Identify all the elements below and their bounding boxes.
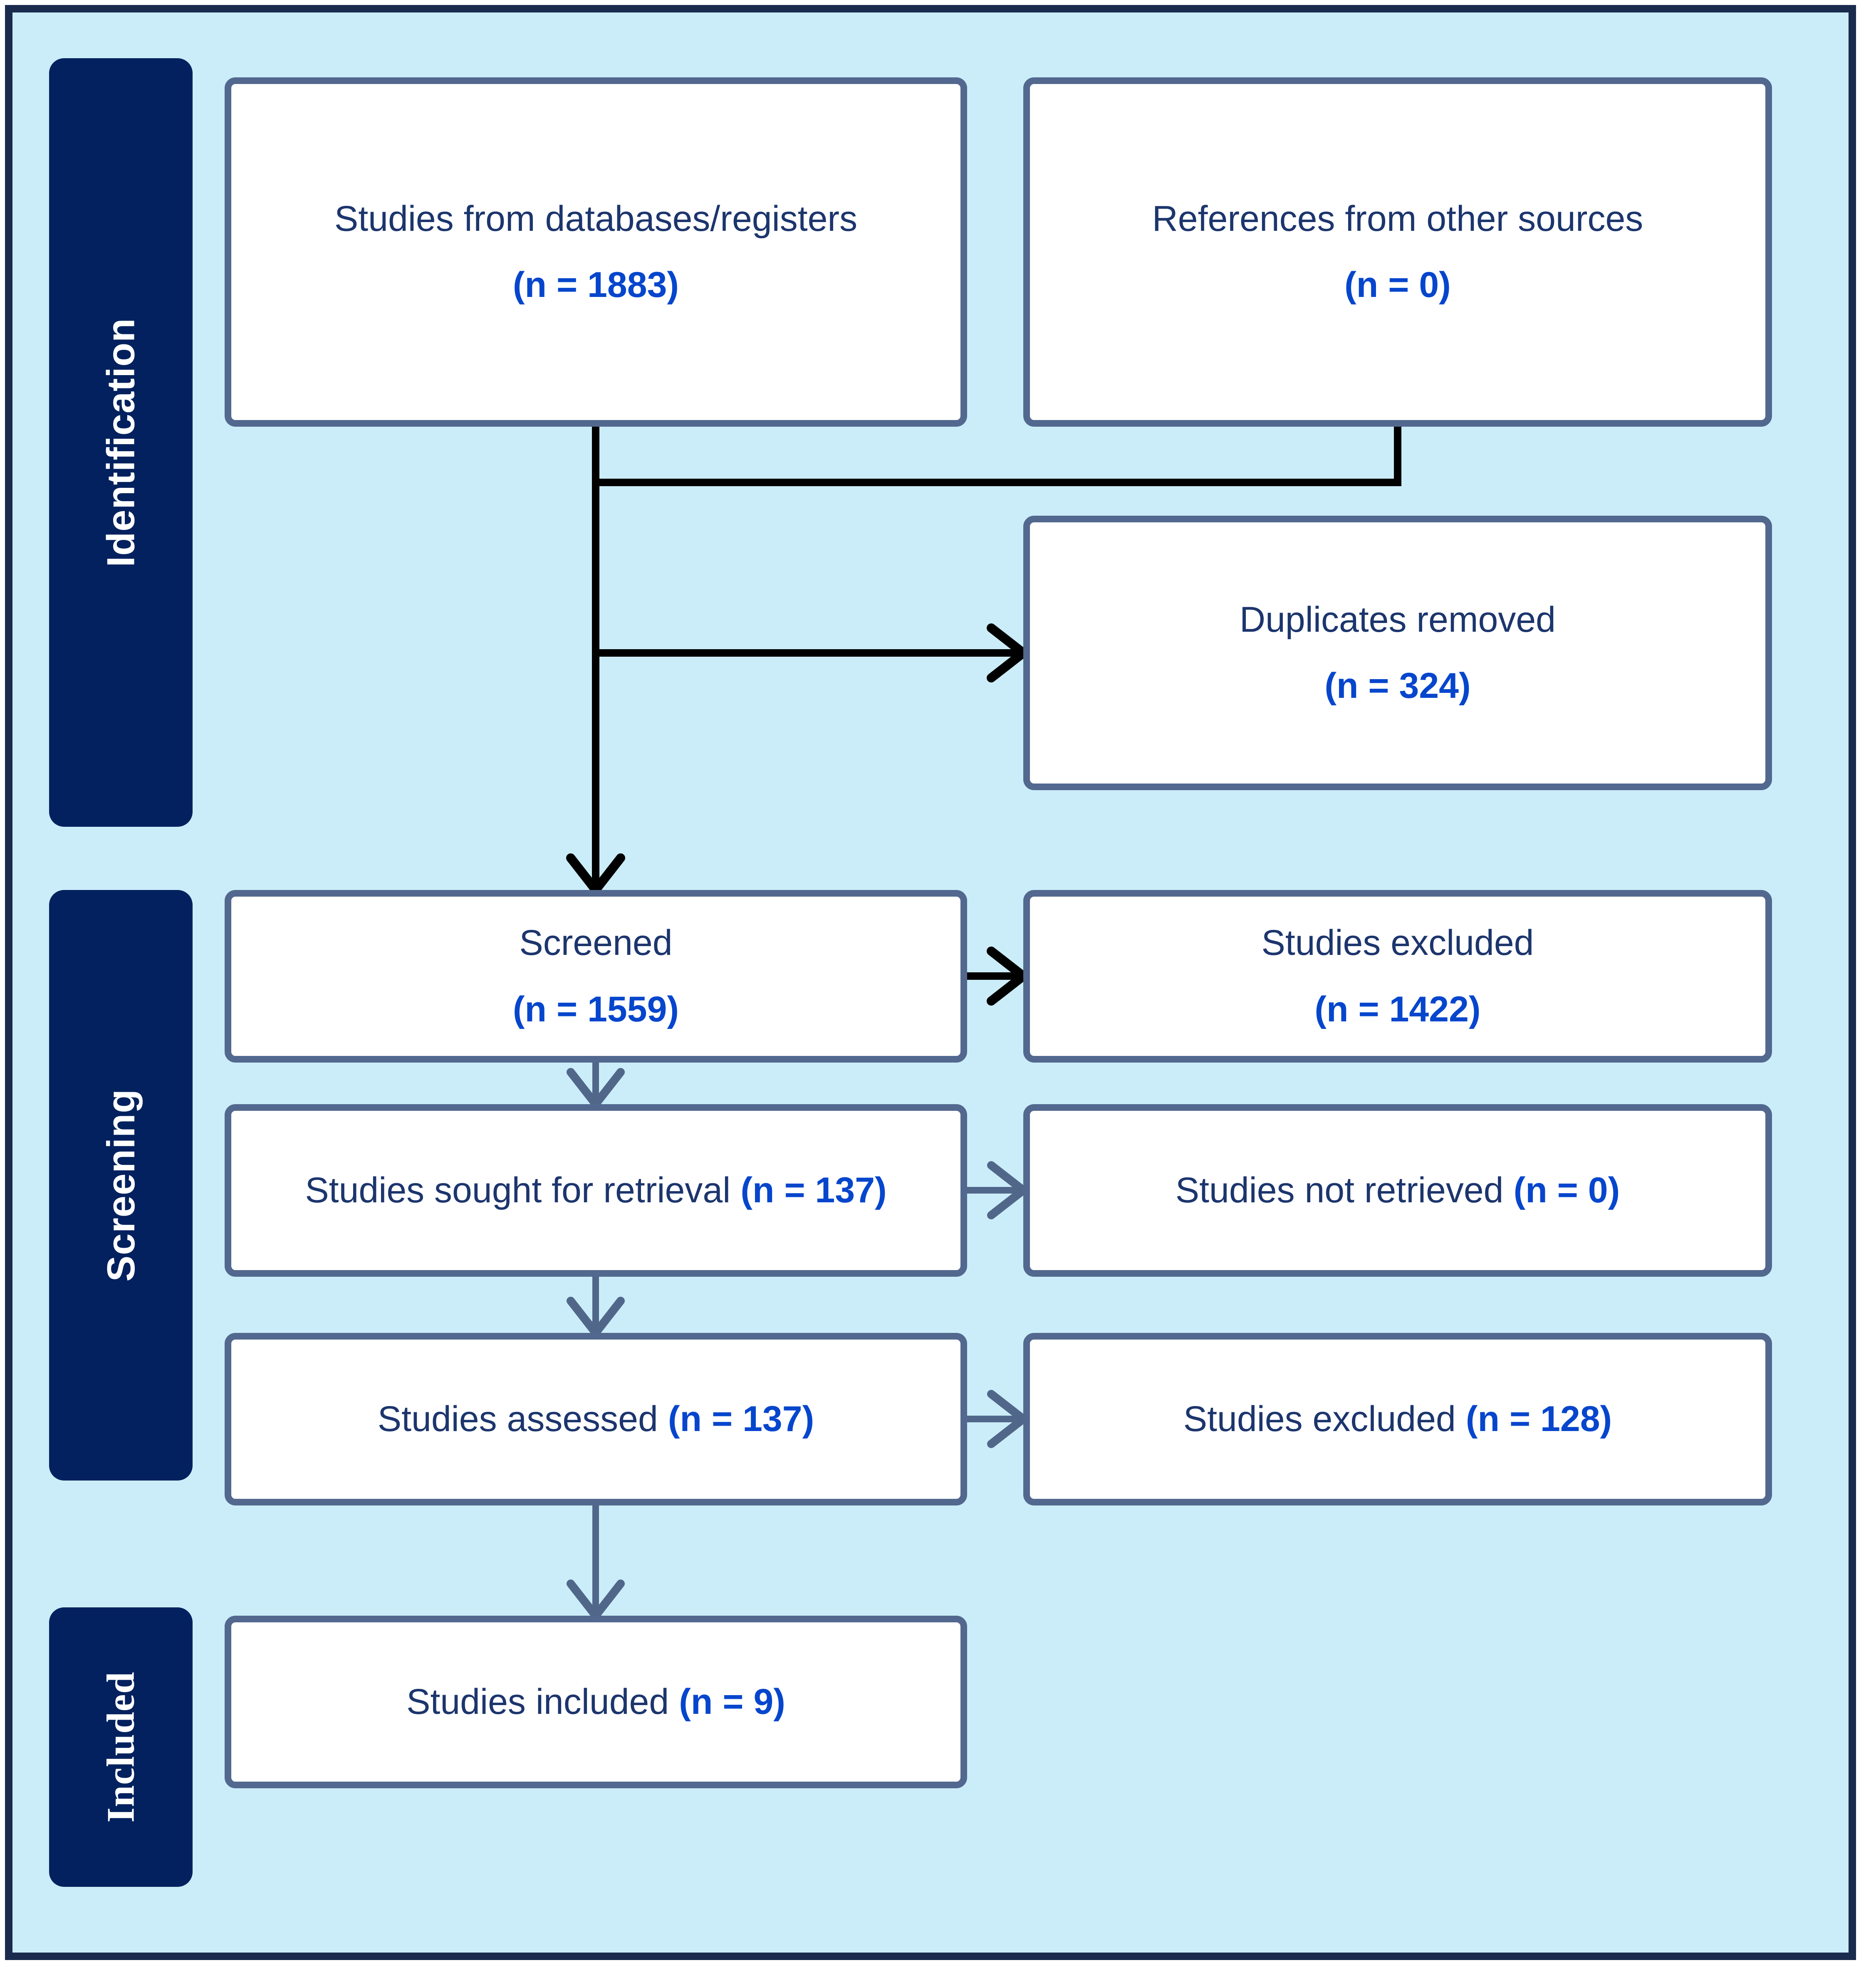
flow-box-databases-text: Studies from databases/registers (n = 18… — [334, 186, 857, 318]
flow-box-not-retrieved: Studies not retrieved(n = 0) — [1023, 1104, 1772, 1277]
flow-box-included-studies: Studies included(n = 9) — [225, 1616, 967, 1788]
box-label: Screened — [519, 923, 673, 963]
flow-box-excluded-screening-text: Studies excluded (n = 1422) — [1262, 910, 1534, 1042]
box-label: Studies sought for retrieval — [305, 1170, 731, 1210]
box-count: (n = 137) — [668, 1399, 814, 1439]
box-count: (n = 0) — [1513, 1170, 1620, 1210]
box-count: (n = 1422) — [1314, 989, 1481, 1029]
box-count: (n = 0) — [1344, 265, 1451, 305]
flow-box-excluded-screening: Studies excluded (n = 1422) — [1023, 890, 1772, 1063]
flow-box-screened-text: Screened (n = 1559) — [513, 910, 679, 1042]
box-count: (n = 128) — [1465, 1399, 1612, 1439]
flow-box-included-studies-text: Studies included(n = 9) — [406, 1669, 785, 1735]
flow-box-sought-retrieval-text: Studies sought for retrieval(n = 137) — [305, 1157, 886, 1224]
box-count: (n = 1883) — [512, 265, 679, 305]
flow-box-other-sources: References from other sources (n = 0) — [1023, 77, 1772, 427]
flow-box-assessed: Studies assessed(n = 137) — [225, 1333, 967, 1505]
flow-box-other-sources-text: References from other sources (n = 0) — [1152, 186, 1643, 318]
box-label: Studies assessed — [377, 1399, 658, 1439]
phase-bar-included: Included — [49, 1607, 193, 1887]
flow-box-duplicates-removed-text: Duplicates removed (n = 324) — [1240, 587, 1556, 719]
box-label: Duplicates removed — [1239, 599, 1556, 640]
phase-bar-screening: Screening — [49, 890, 193, 1481]
box-count: (n = 9) — [679, 1681, 785, 1722]
phase-label-included: Included — [99, 1671, 143, 1823]
box-label: References from other sources — [1152, 198, 1643, 239]
flow-box-not-retrieved-text: Studies not retrieved(n = 0) — [1176, 1157, 1620, 1224]
box-count: (n = 137) — [740, 1170, 887, 1210]
box-count: (n = 1559) — [512, 989, 679, 1029]
phase-label-identification: Identification — [99, 318, 143, 567]
flow-box-screened: Screened (n = 1559) — [225, 890, 967, 1063]
box-label: Studies included — [406, 1681, 669, 1722]
box-label: Studies from databases/registers — [334, 198, 858, 239]
flow-box-excluded-assessment: Studies excluded(n = 128) — [1023, 1333, 1772, 1505]
flow-box-excluded-assessment-text: Studies excluded(n = 128) — [1183, 1386, 1612, 1452]
box-label: Studies excluded — [1183, 1399, 1456, 1439]
flow-box-assessed-text: Studies assessed(n = 137) — [378, 1386, 814, 1452]
flow-box-duplicates-removed: Duplicates removed (n = 324) — [1023, 516, 1772, 790]
phase-label-screening: Screening — [99, 1089, 143, 1282]
box-count: (n = 324) — [1324, 666, 1471, 706]
phase-bar-identification: Identification — [49, 58, 193, 827]
flow-box-sought-retrieval: Studies sought for retrieval(n = 137) — [225, 1104, 967, 1277]
box-label: Studies not retrieved — [1175, 1170, 1504, 1210]
flow-box-databases: Studies from databases/registers (n = 18… — [225, 77, 967, 427]
box-label: Studies excluded — [1261, 923, 1534, 963]
